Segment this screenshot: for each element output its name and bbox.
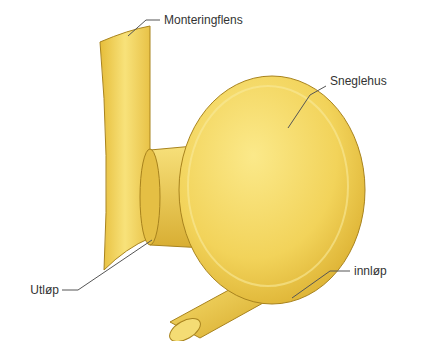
outlet-flange-joint bbox=[140, 149, 160, 245]
housing-highlight bbox=[188, 86, 348, 286]
part-label: Utløp bbox=[29, 283, 60, 297]
part-label: Sneglehus bbox=[329, 74, 388, 88]
part-label: Monteringflens bbox=[163, 13, 244, 27]
leader-line bbox=[292, 271, 350, 298]
inlet-opening bbox=[166, 314, 204, 341]
mounting-flange bbox=[100, 26, 150, 270]
leader-line bbox=[128, 20, 160, 36]
part-label: innløp bbox=[353, 264, 388, 278]
volute-housing bbox=[179, 76, 365, 304]
leader-line bbox=[288, 86, 326, 128]
leader-line bbox=[62, 240, 152, 290]
